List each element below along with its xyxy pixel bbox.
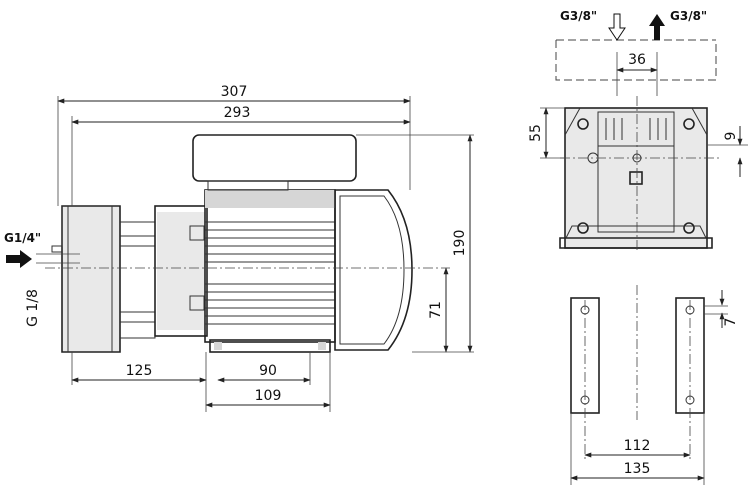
dim-overall-length: 307 bbox=[221, 84, 248, 100]
outlet-arrow-down-icon bbox=[608, 13, 626, 41]
dim-base-to-port: 55 bbox=[528, 124, 544, 142]
motor-body bbox=[189, 189, 336, 353]
dim-shaft-height: 71 bbox=[428, 301, 444, 319]
terminal-box bbox=[192, 134, 357, 191]
pump-head bbox=[51, 205, 208, 353]
drain-port-label: G 1/8 bbox=[25, 289, 41, 327]
inlet-port-label: G1/4" bbox=[4, 231, 41, 245]
dim-inlet-to-foot: 125 bbox=[126, 363, 153, 379]
dim-foot-length: 109 bbox=[255, 388, 282, 404]
side-view: 307 293 190 71 125 90 109 G1/4" G 1/8 bbox=[4, 84, 474, 412]
fan-cover bbox=[334, 189, 413, 351]
dim-foot-hole-distance: 112 bbox=[624, 438, 651, 454]
dim-height: 190 bbox=[452, 230, 468, 257]
inlet-arrow-icon bbox=[6, 250, 32, 268]
dim-slot-width: 7 bbox=[723, 318, 739, 327]
outlet-left-label: G3/8" bbox=[560, 9, 597, 23]
outlet-right-label: G3/8" bbox=[670, 9, 707, 23]
outlet-arrow-up-icon bbox=[649, 14, 665, 40]
dim-foot-hole-spacing: 90 bbox=[259, 363, 277, 379]
foot-plan-view: 7 112 135 bbox=[570, 285, 739, 485]
dim-port-offset: 9 bbox=[723, 132, 739, 141]
dim-length-to-fan: 293 bbox=[224, 105, 251, 121]
dim-port-spacing: 36 bbox=[628, 52, 646, 68]
front-view: G3/8" G3/8" 36 55 bbox=[528, 9, 748, 250]
dim-foot-width: 135 bbox=[624, 461, 651, 477]
